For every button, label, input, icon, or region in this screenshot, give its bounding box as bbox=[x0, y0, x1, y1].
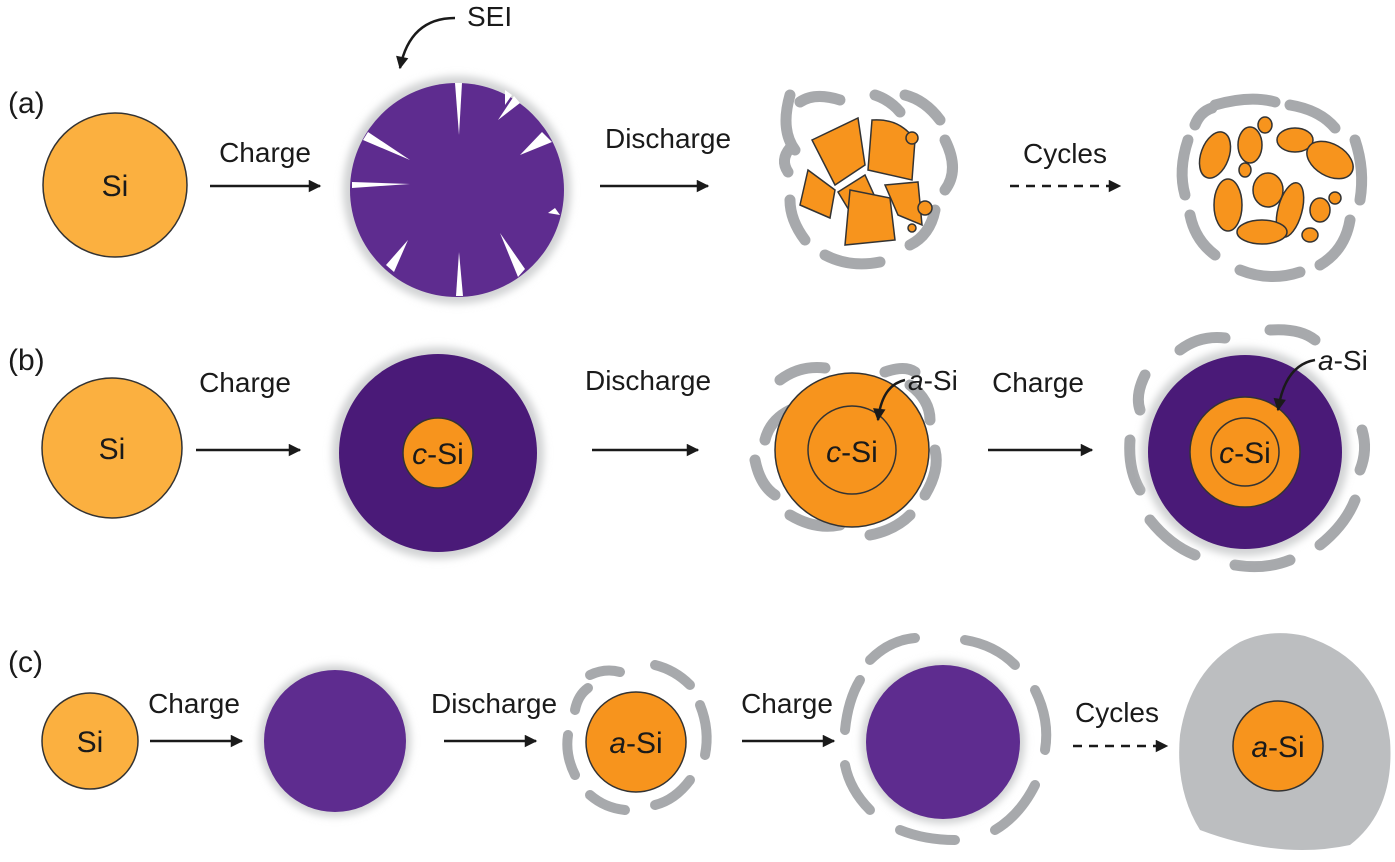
cycles-arrow: Cycles bbox=[1010, 138, 1122, 193]
discharge-arrow-c: Discharge bbox=[431, 688, 557, 748]
charge-arrow: Charge bbox=[210, 137, 322, 193]
row-c: (c) Si Charge Discharge bbox=[8, 633, 1391, 850]
delithiated-particle-c: a-Si bbox=[562, 660, 712, 815]
pristine-si-particle: Si bbox=[42, 112, 188, 258]
pristine-si-particle-c: Si bbox=[41, 692, 139, 790]
discharge-arrow: Discharge bbox=[600, 123, 731, 193]
row-b: (b) Si Charge c-Si Discharge bbox=[8, 324, 1371, 573]
crack-lines bbox=[352, 83, 560, 296]
panel-label-c: (c) bbox=[8, 646, 43, 679]
sei-fragments-c1 bbox=[562, 660, 712, 815]
discharge-arrow-b: Discharge bbox=[585, 365, 711, 457]
pristine-si-particle-b: Si bbox=[41, 377, 183, 519]
lithiated-cracked-particle bbox=[343, 76, 571, 304]
lithiated-particle-c1 bbox=[259, 665, 411, 817]
a-si-label-c1: a-Si bbox=[609, 727, 662, 760]
discharge-label-c: Discharge bbox=[431, 688, 557, 719]
thick-sei-particle: a-Si bbox=[1179, 633, 1391, 850]
si-fragments bbox=[799, 116, 933, 246]
c-si-label-b3: c-Si bbox=[1219, 437, 1271, 470]
cycles-arrow-c: Cycles bbox=[1073, 697, 1169, 753]
sei-fragments-c2 bbox=[840, 633, 1052, 845]
c-si-label-b2: c-Si bbox=[826, 436, 878, 469]
lithiated-particle-c2 bbox=[840, 633, 1052, 845]
charge-label: Charge bbox=[219, 137, 311, 168]
charge-arrow-b2: Charge bbox=[988, 367, 1094, 457]
sei-fragments-b2 bbox=[1124, 324, 1371, 573]
relithiated-core-shell-particle: c-Si a-Si bbox=[1124, 324, 1371, 573]
a-si-label-c2: a-Si bbox=[1251, 731, 1304, 764]
charge-label-c1: Charge bbox=[148, 688, 240, 719]
fractured-particle bbox=[779, 89, 958, 270]
cycles-label: Cycles bbox=[1023, 138, 1107, 169]
sei-label: SEI bbox=[467, 1, 512, 32]
charge-label-b2: Charge bbox=[992, 367, 1084, 398]
sei-fragments-cycled bbox=[1176, 93, 1368, 282]
row-a: (a) Si Charge SEI bbox=[8, 1, 1368, 304]
si-fragments-cycled bbox=[1198, 116, 1354, 245]
pulverized-particle bbox=[1176, 93, 1368, 282]
a-si-label-b1: a-Si bbox=[908, 365, 958, 396]
cycles-label-c: Cycles bbox=[1075, 697, 1159, 728]
charge-arrow-c2: Charge bbox=[741, 688, 836, 748]
si-label-b: Si bbox=[99, 433, 126, 466]
delithiated-core-shell-particle: c-Si a-Si bbox=[749, 362, 958, 541]
core-shell-lithiated-particle: c-Si bbox=[332, 347, 544, 559]
c-si-label: c-Si bbox=[412, 438, 464, 471]
sei-annotation: SEI bbox=[396, 1, 512, 70]
charge-arrow-c1: Charge bbox=[148, 688, 244, 748]
charge-label-b1: Charge bbox=[199, 367, 291, 398]
panel-label-a: (a) bbox=[8, 87, 45, 120]
si-label: Si bbox=[102, 170, 129, 203]
charge-label-c2: Charge bbox=[741, 688, 833, 719]
panel-label-b: (b) bbox=[8, 344, 45, 377]
sei-fragments-b1 bbox=[749, 362, 942, 541]
discharge-label: Discharge bbox=[605, 123, 731, 154]
si-label-c: Si bbox=[77, 726, 104, 759]
charge-arrow-b1: Charge bbox=[196, 367, 302, 457]
sei-fragments bbox=[779, 89, 958, 270]
a-si-label-b2: a-Si bbox=[1318, 345, 1368, 376]
discharge-label-b: Discharge bbox=[585, 365, 711, 396]
